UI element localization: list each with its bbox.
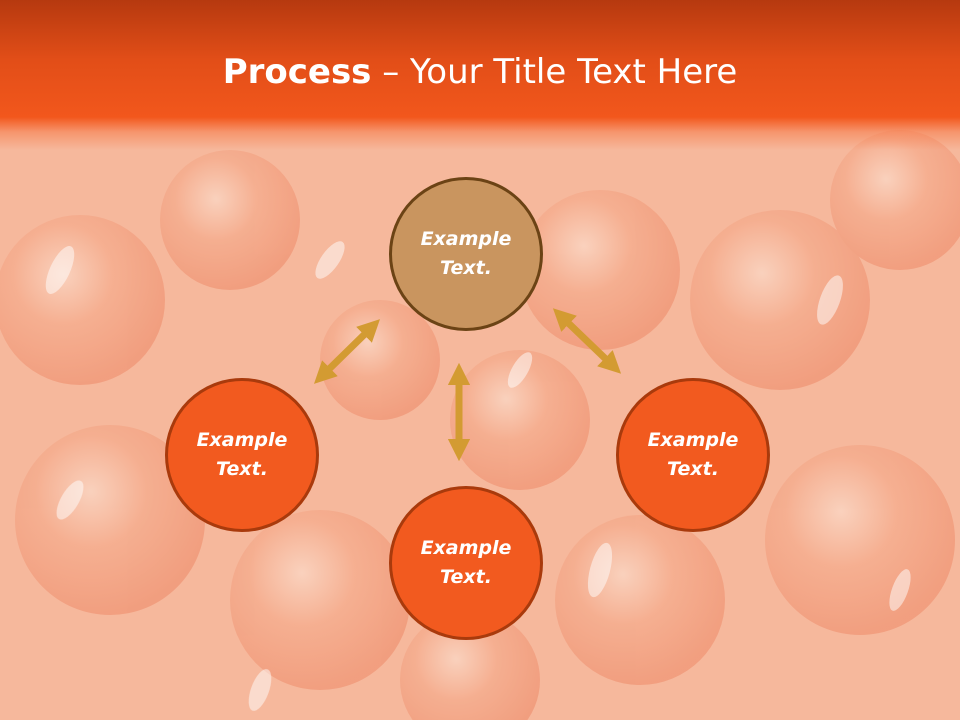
center-node: Example Text. xyxy=(389,177,543,331)
right-node: Example Text. xyxy=(616,378,770,532)
center-node-label: Example Text. xyxy=(420,228,512,279)
left-node-label: Example Text. xyxy=(196,429,288,480)
title-band xyxy=(0,0,960,150)
bottom-node: Example Text. xyxy=(389,486,543,640)
title-rest-text: – Your Title Text Here xyxy=(371,52,738,92)
left-node: Example Text. xyxy=(165,378,319,532)
title-bold-text: Process xyxy=(222,52,372,92)
right-node-label: Example Text. xyxy=(647,429,739,480)
slide-title: Process – Your Title Text Here xyxy=(0,52,960,92)
bottom-node-label: Example Text. xyxy=(420,537,512,588)
